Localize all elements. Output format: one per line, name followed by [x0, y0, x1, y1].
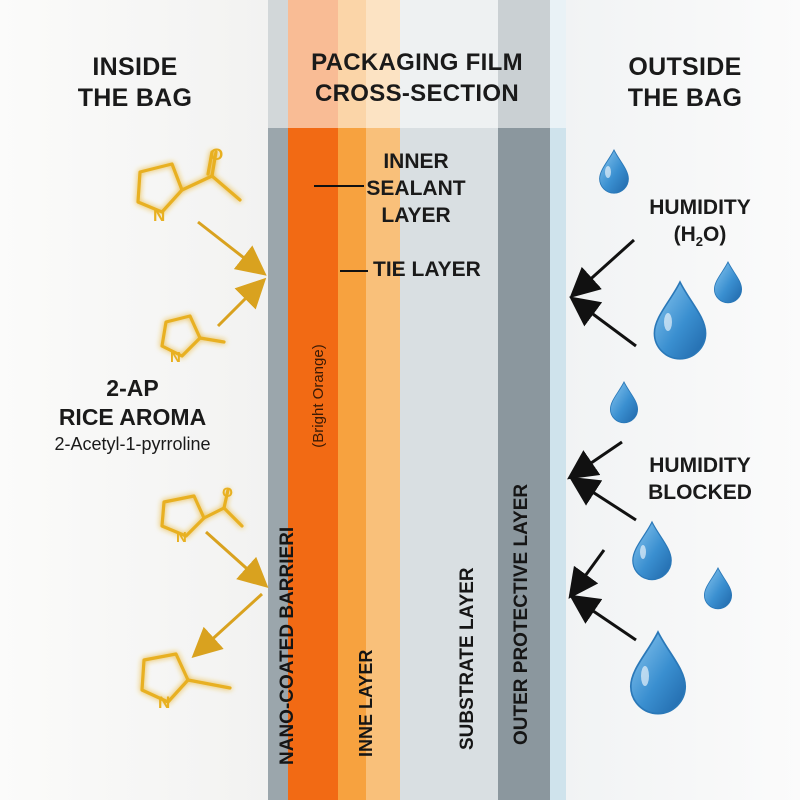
- pyrroline-molecule-icon: [140, 652, 232, 704]
- arrow-icon: [568, 549, 606, 599]
- inner-sealant-label: INNER SEALANT LAYER: [366, 150, 466, 227]
- arrow-icon: [191, 592, 264, 659]
- arrow-icon: [216, 277, 267, 328]
- humidity-label: HUMIDITY (H2O): [649, 196, 751, 250]
- inner-edge-layer: [268, 0, 288, 800]
- water-droplet-icon: [632, 520, 672, 581]
- oxygen-atom-label: O: [222, 484, 233, 500]
- water-droplet-icon: [599, 148, 629, 194]
- nitrogen-atom-label: N: [153, 206, 165, 225]
- inner-sealant-layer: [338, 0, 366, 800]
- oxygen-atom-label: O: [210, 145, 223, 164]
- tie-layer-label: TIE LAYER: [373, 258, 481, 281]
- arrow-icon: [569, 594, 637, 642]
- nitrogen-atom-label: N: [170, 349, 181, 366]
- arrow-icon: [567, 440, 623, 480]
- substrate-layer: [400, 0, 498, 800]
- header-band: [268, 0, 566, 128]
- pyrroline-molecule-icon: [136, 150, 242, 214]
- arrow-icon: [568, 476, 637, 522]
- arrow-icon: [569, 296, 637, 348]
- water-droplet-icon: [609, 381, 639, 424]
- tie-layer: [366, 0, 400, 800]
- outside-region: [566, 0, 800, 800]
- inside-region: [0, 0, 268, 800]
- outer-protective-layer: [498, 0, 550, 800]
- nitrogen-atom-label: N: [158, 693, 170, 712]
- pyrroline-molecule-icon: [160, 488, 244, 538]
- arrow-icon: [569, 238, 636, 299]
- aroma-label: 2-AP RICE AROMA 2-Acetyl-1-pyrroline: [54, 375, 211, 454]
- outer-edge-layer: [550, 0, 566, 800]
- water-droplet-icon: [653, 280, 707, 360]
- water-droplet-icon: [629, 630, 687, 715]
- nano-coated-barrier-layer: [288, 0, 338, 800]
- water-droplet-icon: [713, 261, 743, 304]
- humidity-blocked-label: HUMIDITY BLOCKED: [648, 454, 752, 504]
- arrow-icon: [197, 220, 267, 276]
- arrow-icon: [204, 530, 269, 589]
- water-droplet-icon: [703, 567, 733, 610]
- nitrogen-atom-label: N: [176, 529, 187, 546]
- pyrroline-molecule-icon: [160, 314, 226, 358]
